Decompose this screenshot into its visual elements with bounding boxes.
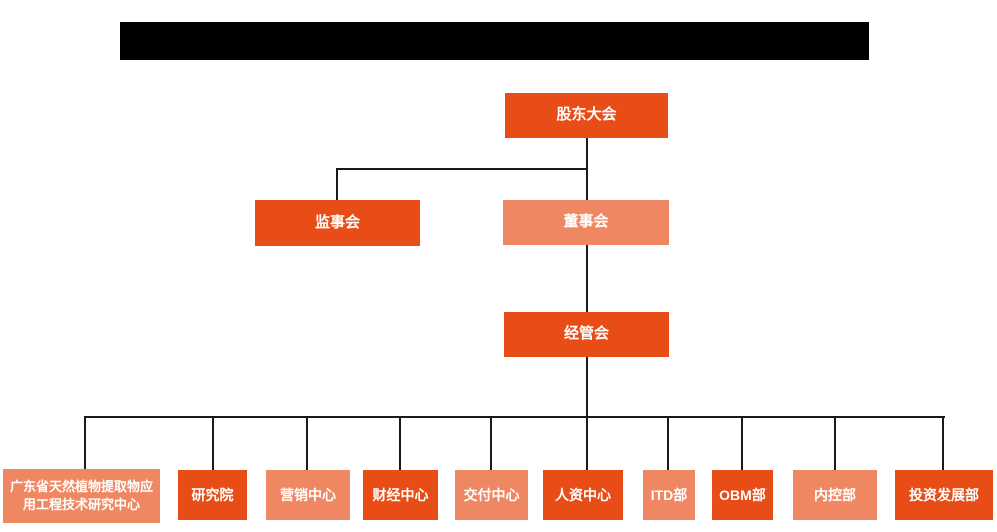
connector-drop-investment — [942, 417, 944, 470]
org-node-label: 营销中心 — [280, 486, 336, 503]
org-node-delivery-center: 交付中心 — [455, 470, 528, 520]
org-node-label: 交付中心 — [463, 486, 520, 503]
connector-drop-supervisory — [336, 168, 338, 200]
org-node-label: 股东大会 — [556, 106, 617, 124]
org-node-label: OBM部 — [719, 486, 766, 503]
org-node-label: 广东省天然植物提取物应 用工程技术研究中心 — [9, 479, 153, 512]
connector-management-to-row4 — [586, 357, 588, 470]
org-node-shareholders-meeting: 股东大会 — [505, 93, 668, 138]
connector-drop-finance — [399, 417, 401, 470]
org-node-itd-dept: ITD部 — [643, 470, 695, 520]
org-node-hr-center: 人资中心 — [543, 470, 623, 520]
connector-row2-horizontal — [336, 168, 588, 170]
connector-drop-internal-control — [834, 417, 836, 470]
connector-drop-research — [212, 417, 214, 470]
org-node-label: 投资发展部 — [909, 486, 979, 503]
org-node-internal-control-dept: 内控部 — [793, 470, 877, 520]
connector-drop-obm — [741, 417, 743, 470]
connector-drop-marketing — [306, 417, 308, 470]
org-node-marketing-center: 营销中心 — [266, 470, 350, 520]
org-node-label: 人资中心 — [555, 486, 611, 503]
connector-row4-horizontal — [84, 416, 945, 418]
org-node-management-committee: 经管会 — [504, 312, 669, 357]
redacted-title-bar — [120, 22, 869, 60]
org-node-finance-center: 财经中心 — [363, 470, 438, 520]
org-node-label: 财经中心 — [372, 486, 429, 503]
org-node-label: 内控部 — [814, 486, 856, 503]
org-node-label: 董事会 — [563, 213, 609, 231]
connector-drop-delivery — [490, 417, 492, 470]
org-node-label: 监事会 — [314, 213, 360, 231]
org-node-research-institute: 研究院 — [178, 470, 247, 520]
org-node-label: ITD部 — [650, 486, 688, 503]
org-node-obm-dept: OBM部 — [712, 470, 773, 520]
org-node-supervisory-board: 监事会 — [255, 200, 420, 246]
connector-drop-gd-center — [84, 417, 86, 469]
org-node-gd-natural-plant-extract-center: 广东省天然植物提取物应 用工程技术研究中心 — [3, 469, 160, 523]
connector-board-to-management — [586, 245, 588, 312]
connector-drop-itd — [667, 417, 669, 470]
org-node-label: 经管会 — [563, 325, 609, 343]
org-node-board-of-directors: 董事会 — [503, 200, 669, 245]
org-node-label: 研究院 — [191, 486, 234, 503]
org-node-investment-development-dept: 投资发展部 — [895, 470, 993, 520]
